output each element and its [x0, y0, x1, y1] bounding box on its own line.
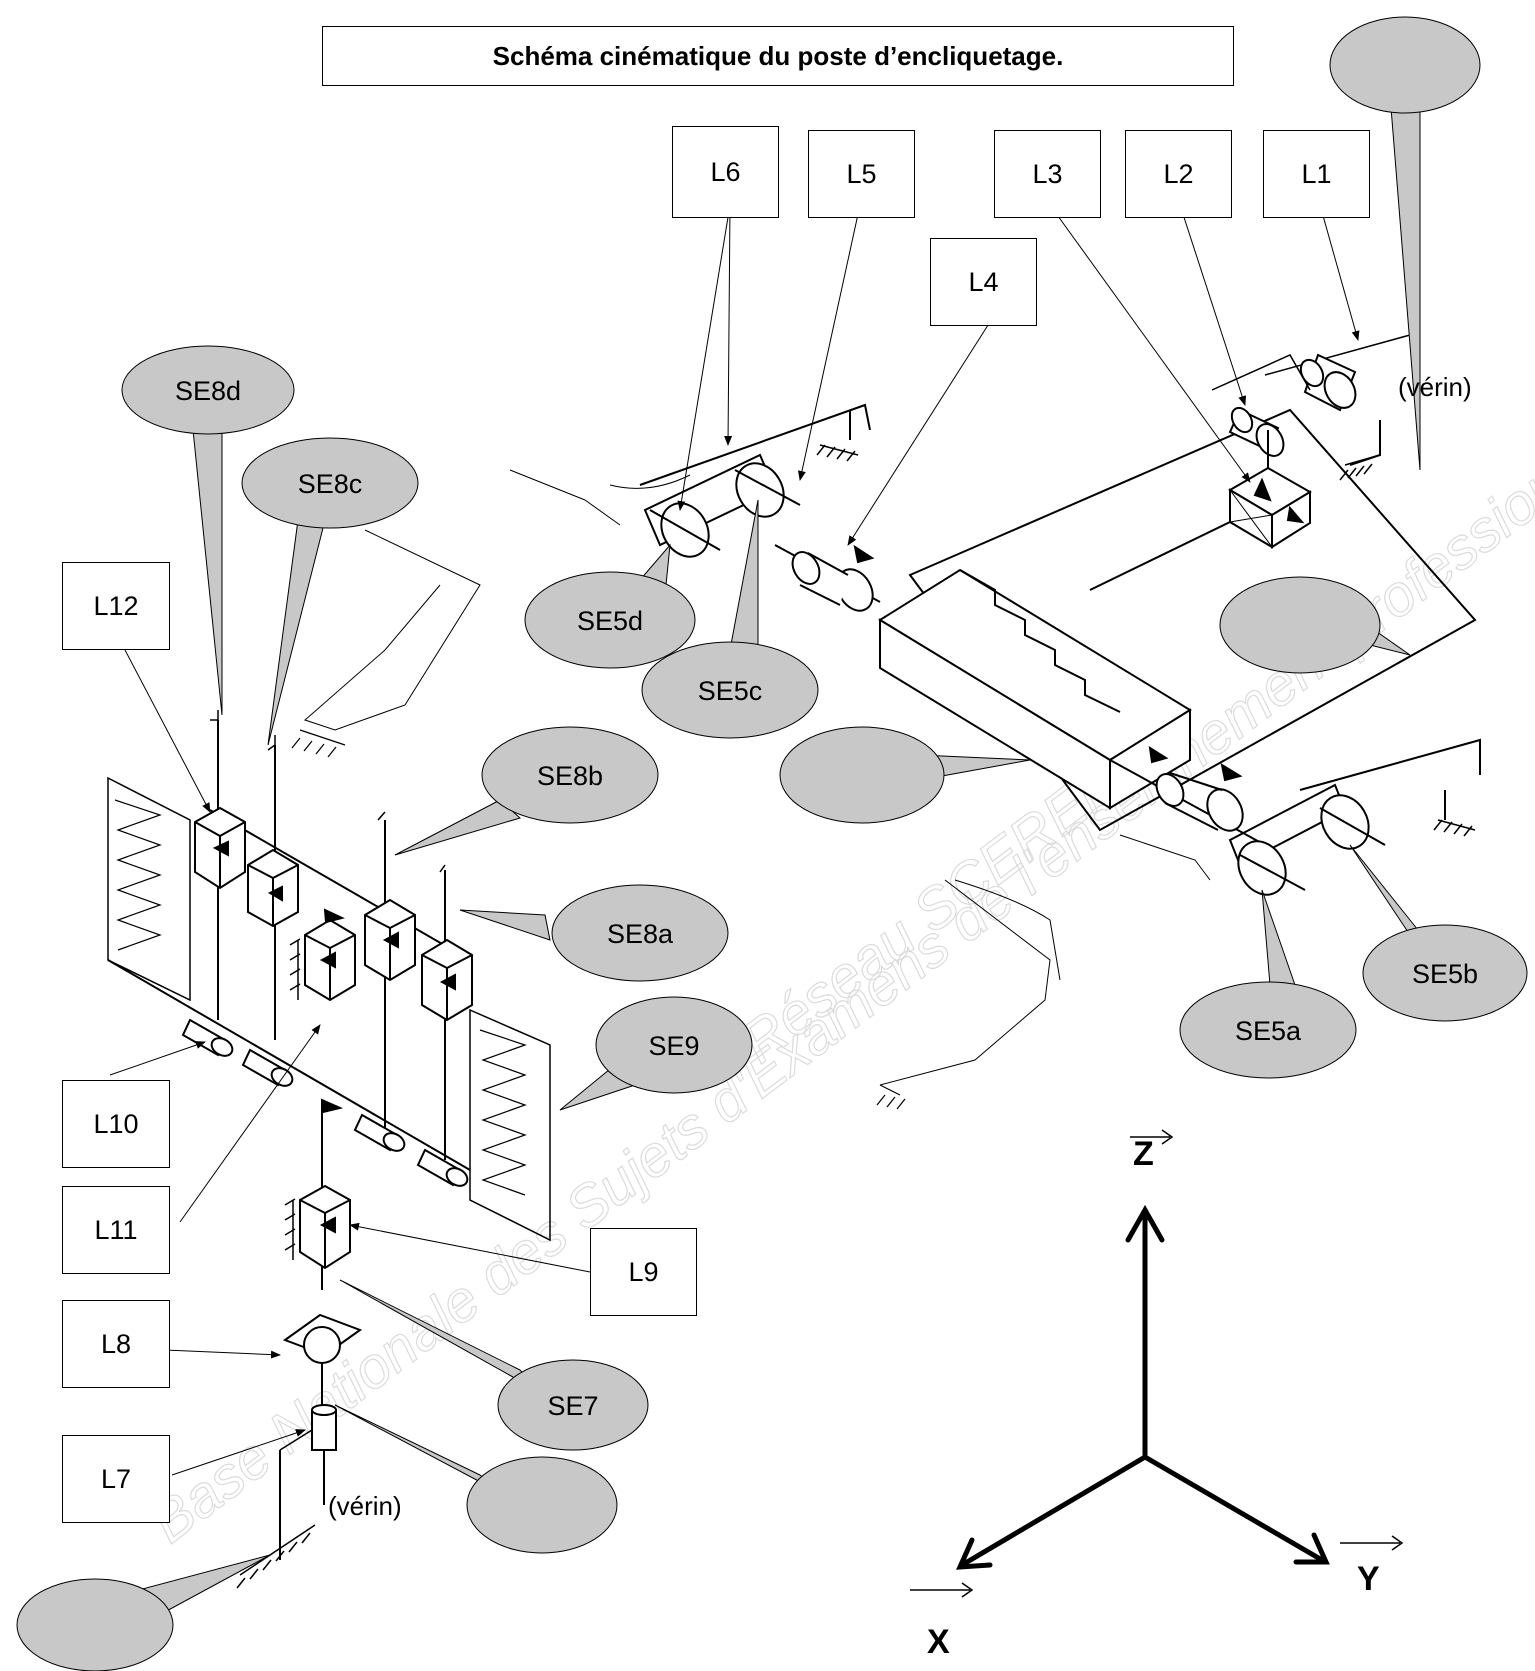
bubble-se8b: SE8b: [394, 726, 659, 856]
leader-lines: [109, 204, 1360, 1476]
se5b-label: SE5b: [1412, 959, 1478, 989]
link-label-l3: L3: [994, 130, 1101, 218]
bubble-se8d: SE8d: [121, 345, 295, 716]
se5a-label: SE5a: [1235, 1016, 1302, 1046]
right-mechanism: [509, 334, 1481, 1110]
y-axis: [1142, 1454, 1325, 1563]
bubble-empty-top: [1329, 16, 1481, 471]
left-mechanism: [107, 529, 551, 1589]
bubble-se5a: SE5a: [1179, 889, 1357, 1079]
link-label-l1: L1: [1263, 130, 1370, 218]
bubble-empty-plate: [1219, 576, 1411, 674]
link-label-l5: L5: [808, 130, 915, 218]
link-label-l10: L10: [62, 1080, 170, 1168]
axes: [956, 1204, 1330, 1570]
x-axis: [959, 1454, 1148, 1568]
bubble-se5b: SE5b: [1349, 844, 1528, 1022]
x-arrowhead: [956, 1537, 993, 1570]
bubble-se7: SE7: [339, 1279, 649, 1451]
verin-note-bottom: (vérin): [328, 1491, 402, 1521]
speech-bubbles: SE8d SE8c SE8b SE8a SE9 SE7: [16, 16, 1528, 1671]
y-axis-label: Y: [1357, 1560, 1380, 1598]
bubble-empty-ground: [16, 1554, 271, 1671]
bubble-se8a: SE8a: [459, 884, 729, 982]
link-label-l7: L7: [62, 1435, 170, 1523]
z-axis-label: Z: [1133, 1135, 1154, 1173]
diagram-title: Schéma cinématique du poste d’encliqueta…: [322, 26, 1234, 86]
verin-note-top: (vérin): [1398, 372, 1472, 402]
link-label-l8: L8: [62, 1300, 170, 1388]
se5c-label: SE5c: [698, 676, 763, 706]
bubble-se8c: SE8c: [241, 437, 419, 746]
z-arrowhead: [1125, 1204, 1165, 1243]
bubble-se9: SE9: [559, 996, 753, 1111]
se8d-label: SE8d: [175, 376, 241, 406]
link-label-l11: L11: [62, 1186, 170, 1274]
link-label-l4: L4: [930, 238, 1037, 326]
link-label-l9: L9: [590, 1228, 697, 1316]
se8a-label: SE8a: [607, 919, 674, 949]
se7-label: SE7: [547, 1391, 598, 1421]
se5d-label: SE5d: [577, 606, 643, 636]
axis-labels: Z X Y: [910, 1129, 1404, 1661]
bubble-se5c: SE5c: [641, 499, 819, 739]
bubble-se5d: SE5d: [524, 543, 696, 669]
link-label-l6: L6: [672, 126, 779, 218]
bubble-empty-block: [779, 726, 1031, 824]
se9-label: SE9: [648, 1031, 699, 1061]
se8c-label: SE8c: [298, 469, 363, 499]
bubble-empty-l7: [334, 1404, 618, 1554]
link-label-l2: L2: [1125, 130, 1232, 218]
se8b-label: SE8b: [537, 761, 603, 791]
link-label-l12: L12: [62, 562, 170, 650]
x-axis-label: X: [927, 1623, 950, 1661]
y-arrowhead: [1293, 1532, 1330, 1565]
